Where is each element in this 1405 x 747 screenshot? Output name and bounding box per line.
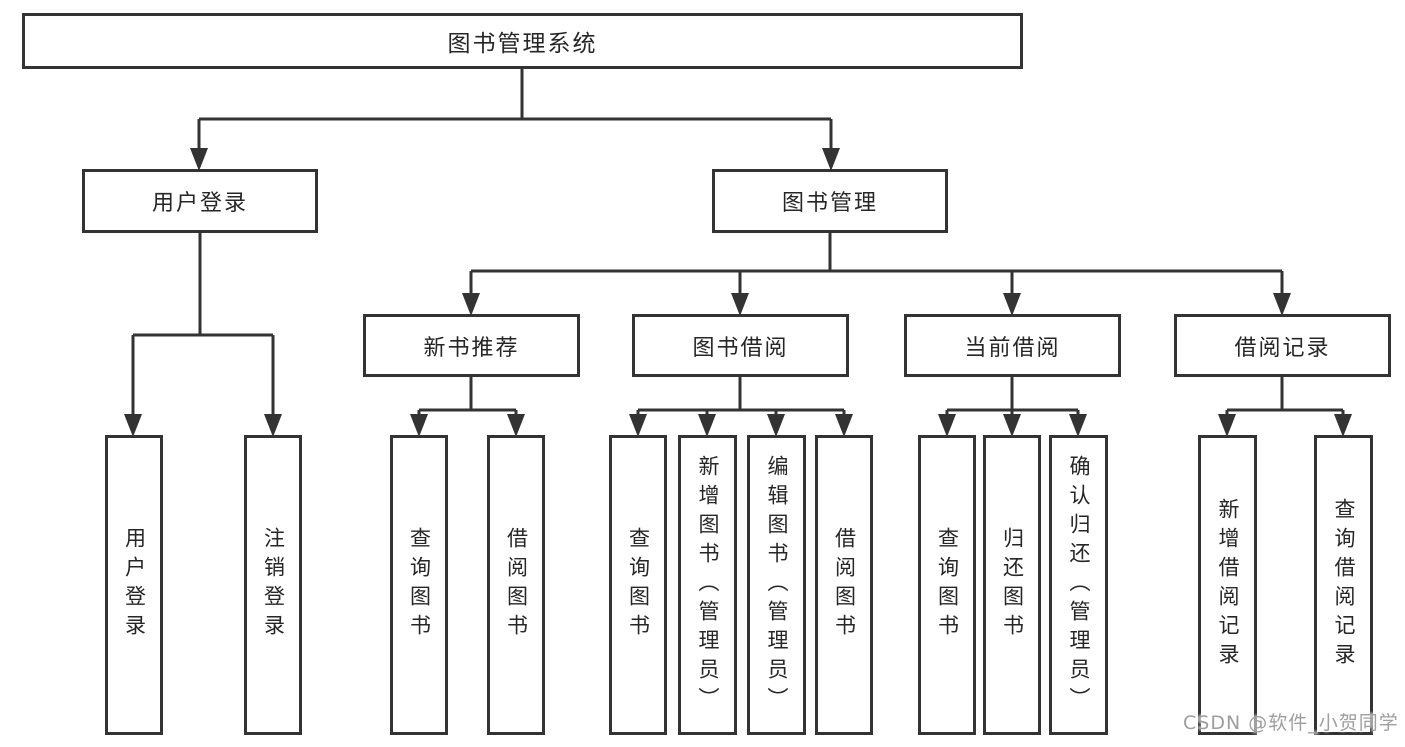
node-library-management-system: 图书管理系统 [22,13,1023,69]
csdn-watermark: CSDN @软件_小贺同学 [1183,712,1399,734]
leaf-borrow-add-books-admin: 新增图书（管理员） [678,435,737,735]
leaf-records-query-record: 查询借阅记录 [1314,435,1373,735]
leaf-records-add-record: 新增借阅记录 [1198,435,1257,735]
node-borrow-records: 借阅记录 [1174,314,1391,377]
leaf-borrow-borrow-books: 借阅图书 [815,435,873,735]
leaf-borrow-edit-books-admin: 编辑图书（管理员） [747,435,806,735]
leaf-user-login: 用户登录 [105,435,163,735]
leaf-recommend-query-books: 查询图书 [390,435,448,735]
node-book-management: 图书管理 [712,169,948,233]
node-current-borrow: 当前借阅 [904,314,1121,377]
leaf-current-return-books: 归还图书 [983,435,1041,735]
node-user-login: 用户登录 [82,169,318,233]
leaf-current-confirm-return-admin: 确认归还（管理员） [1049,435,1108,735]
leaf-current-query-books: 查询图书 [918,435,976,735]
leaf-borrow-query-books: 查询图书 [609,435,667,735]
node-new-book-recommend: 新书推荐 [363,314,580,377]
leaf-logout-login: 注销登录 [244,435,302,735]
leaf-recommend-borrow-books: 借阅图书 [487,435,545,735]
node-book-borrow: 图书借阅 [632,314,849,377]
